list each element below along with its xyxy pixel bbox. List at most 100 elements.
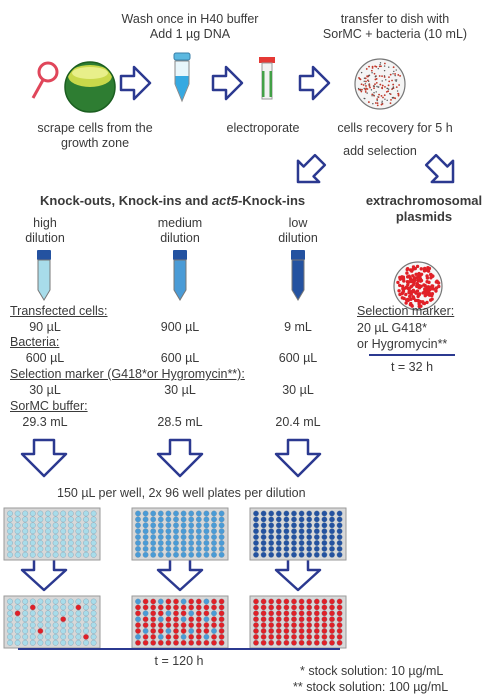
well	[329, 534, 335, 540]
well	[321, 516, 328, 523]
well	[329, 516, 335, 523]
positive-well	[218, 616, 225, 623]
colony-dot	[396, 280, 400, 285]
well	[165, 540, 172, 546]
well	[52, 616, 59, 623]
well	[29, 639, 36, 646]
positive-well	[275, 598, 282, 605]
bacteria-dot	[384, 98, 386, 100]
positive-well	[329, 616, 335, 623]
well	[188, 516, 195, 523]
well	[52, 516, 59, 523]
positive-well	[298, 616, 305, 623]
colony-dot	[409, 284, 414, 289]
well	[195, 551, 202, 558]
bacteria-dot	[381, 84, 384, 87]
well	[142, 510, 149, 517]
well	[260, 540, 267, 546]
well	[150, 546, 157, 552]
bacteria-dot	[357, 87, 360, 90]
well	[298, 522, 305, 529]
well	[173, 528, 179, 535]
transfer-line-2: SorMC + bacteria (10 mL)	[322, 27, 468, 41]
colony-dot	[436, 281, 441, 285]
bacteria-dot	[395, 79, 398, 81]
positive-well	[165, 639, 172, 646]
positive-well	[321, 616, 328, 623]
medium-dilution-label: medium dilution	[140, 216, 220, 246]
well	[75, 639, 82, 646]
bacteria-dot	[363, 80, 365, 82]
well	[37, 528, 44, 535]
positive-well	[195, 616, 202, 623]
well	[75, 598, 82, 605]
high-dilution-tube-icon	[37, 250, 51, 301]
well	[165, 510, 172, 517]
positive-well	[188, 634, 195, 640]
positive-well	[306, 610, 313, 617]
well	[218, 522, 225, 529]
positive-well	[268, 604, 275, 611]
bacteria-dot	[367, 101, 370, 103]
positive-well	[253, 622, 259, 628]
well	[291, 534, 297, 540]
bacteria-dot	[373, 72, 376, 75]
bacteria-dot	[392, 73, 394, 75]
colony-dot	[416, 298, 420, 303]
positive-well	[135, 604, 141, 611]
bacteria-label: Bacteria:	[10, 335, 60, 349]
positive-well	[180, 639, 187, 646]
medium-line-1: medium	[157, 216, 203, 230]
positive-well	[165, 622, 172, 628]
well	[329, 510, 335, 517]
positive-well	[253, 610, 259, 617]
positive-well	[283, 628, 290, 634]
well	[37, 540, 44, 546]
bacteria-dot	[397, 92, 400, 95]
positive-well	[173, 628, 179, 634]
well	[83, 522, 89, 529]
positive-well	[195, 610, 202, 617]
bacteria-dot	[361, 88, 363, 91]
well	[52, 551, 59, 558]
well	[211, 522, 217, 529]
bacteria-dot	[378, 75, 381, 77]
well	[291, 522, 297, 529]
well	[275, 516, 282, 523]
bacteria-dot	[387, 84, 390, 87]
positive-well	[218, 598, 225, 605]
sormc-buffer-label: SorMC buffer:	[10, 399, 88, 413]
positive-well	[135, 639, 141, 646]
colony-dot	[414, 272, 418, 276]
well	[45, 540, 51, 546]
positive-well	[203, 604, 210, 611]
well	[7, 598, 13, 605]
well	[67, 622, 74, 628]
well	[203, 510, 210, 517]
well	[7, 522, 13, 529]
right-arrow-2-icon	[211, 65, 244, 101]
bacteria-dot	[362, 84, 365, 86]
colony-dot	[430, 284, 434, 288]
colony-dot	[409, 297, 413, 301]
plate-frame	[131, 507, 229, 561]
bacteria-dot	[391, 96, 394, 99]
well	[37, 522, 44, 529]
colony-dot	[407, 274, 411, 278]
well	[157, 522, 164, 529]
colony-dot	[427, 267, 431, 271]
well	[67, 540, 74, 546]
well	[52, 628, 59, 634]
bacteria-dot	[364, 91, 367, 93]
well	[306, 528, 313, 535]
positive-well	[306, 622, 313, 628]
falcon-tubes	[37, 250, 305, 301]
well	[37, 604, 44, 611]
positive-well	[260, 604, 267, 611]
well	[283, 551, 290, 558]
positive-well	[195, 628, 202, 634]
bacteria-dot	[373, 87, 375, 90]
well	[157, 528, 164, 535]
low-line-1: low	[288, 216, 308, 230]
positive-well	[150, 634, 157, 640]
